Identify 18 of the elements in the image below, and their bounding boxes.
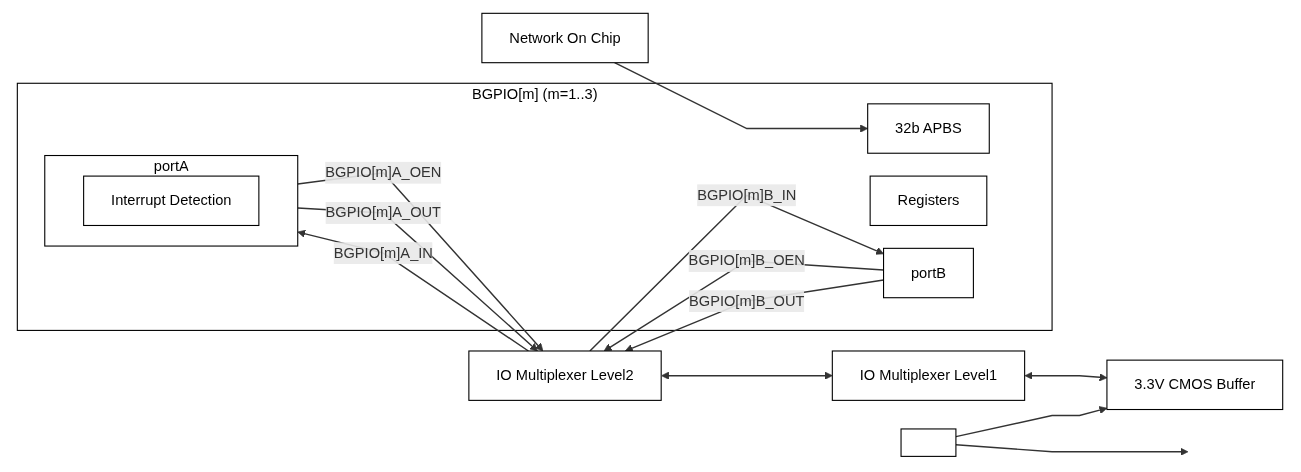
node-box: Interrupt Detection [83,175,260,227]
edge-label: BGPIO[m]A_OEN [325,164,442,180]
arrow [625,279,885,352]
arrow [1025,371,1108,382]
node-box: 3.3V CMOS Buffer [1106,359,1284,411]
node-box: IO Multiplexer Level1 [832,350,1026,401]
node-box: IO Multiplexer Level2 [468,350,663,401]
edge-label: BGPIO[m]B_OUT [689,292,805,309]
node-box: Network On Chip [481,12,650,64]
node-box: portB [883,247,975,299]
arrow [614,61,869,133]
edge-label: BGPIO[m]B_IN [697,187,797,203]
edge-label: BGPIO[m]B_OEN [689,252,806,269]
node-box: Registers [870,175,988,227]
edge-label: BGPIO[m]A_IN [334,244,434,261]
edge-label: BGPIO[m]A_OUT [326,204,442,221]
node-box: 32b APBS [867,103,991,154]
node-box [901,428,957,457]
